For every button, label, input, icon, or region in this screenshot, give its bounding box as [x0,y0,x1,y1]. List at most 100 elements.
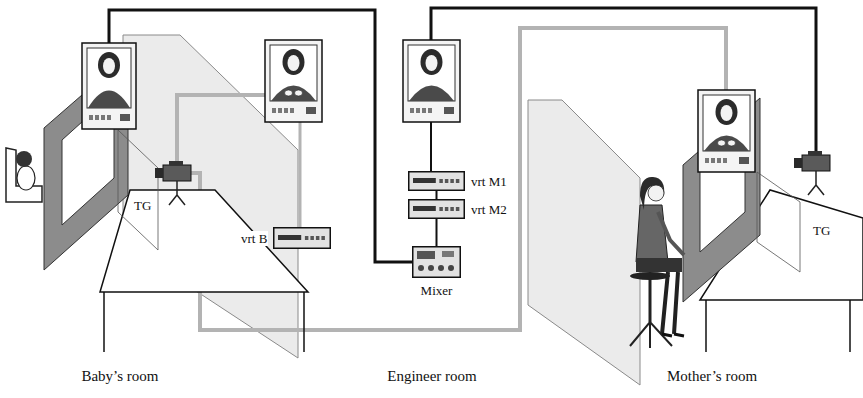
person-shoulders [271,86,316,102]
person-hair [421,49,443,75]
device-case [413,247,461,278]
stool-pole [649,276,652,322]
monitor-button [711,158,715,163]
device-label: Mixer [420,283,454,298]
device-button [445,207,449,211]
monitor-button [705,158,709,163]
mixer-knob [418,265,424,271]
person-hair [283,49,305,75]
video-monitor [265,40,322,122]
video-recorder: vrt M1 [408,171,508,191]
monitor-button [410,108,414,113]
monitor-screen [87,48,131,108]
tape-slot [278,235,301,240]
teleprompter-glass [118,130,158,250]
monitor-button [739,157,749,164]
baby-body [17,166,35,190]
monitor-case [698,90,755,172]
monitor-button [723,158,727,163]
device-label: vrt M2 [470,202,508,217]
recorder-box [273,227,331,249]
camera-lens [155,168,163,178]
monitor-button [101,115,105,120]
table-leg [303,292,305,352]
recorder-box [408,171,465,191]
video-monitor [698,90,755,172]
monitor-case [82,43,136,129]
device-case [409,172,465,191]
recorder-box [408,199,465,219]
monitor-button [120,114,130,121]
camera-handle [808,151,822,155]
video-monitor [82,43,136,129]
monitor-button [95,115,99,120]
table-leg [705,300,707,352]
mother-hair [640,177,664,210]
device-button [439,179,443,183]
monitor-button [107,115,111,120]
mother-face [648,185,664,201]
monitor-case [265,40,322,122]
mother-lap [636,258,682,272]
camera-lens [794,158,802,168]
person-face [721,105,733,121]
monitor-button [284,108,288,113]
baby-head [16,151,32,167]
device-button [450,207,454,211]
camera-handle [169,161,183,165]
monitor-button [422,108,426,113]
video-monitor [403,40,460,122]
device-drawing [408,199,465,219]
camera-body [163,165,191,181]
video-wire-black [430,122,432,171]
device-button [445,179,449,183]
video-camera [794,151,830,195]
monitor-button [416,108,420,113]
person-face [426,55,438,71]
device-drawing [412,246,461,278]
table-leg [103,292,105,352]
device-drawing [408,171,465,191]
video-wire-grey [177,95,265,165]
monitor-case [403,40,460,122]
cable-link [436,191,438,199]
device-button [322,236,326,240]
person-shoulders [704,136,749,152]
mother-shoes [662,334,684,336]
device-button [305,236,309,240]
person-face [103,58,115,74]
camera-body [802,155,830,171]
monitor-button [278,108,282,113]
room-label: Baby’s room [80,368,159,385]
device-button [450,179,454,183]
device-button [311,236,315,240]
person-face [288,55,300,71]
monitor-screen [270,45,317,101]
monitor-button [306,107,316,114]
monitor-button [717,158,721,163]
device-button [439,207,443,211]
video-recorder: vrt B [240,227,331,249]
partition-wall [528,100,640,385]
glass-label: TG [133,199,152,214]
device-label: vrt B [240,231,268,246]
person-shoulders [409,86,454,102]
teleprompter-glass [757,172,800,272]
person-shoulders [88,91,130,109]
room-label: Engineer room [386,368,478,385]
camera-tripod [169,181,185,205]
glass-label: TG [812,224,831,239]
mixer-button [442,251,454,257]
mother-legs [662,272,678,334]
video-camera [155,161,191,205]
monitor-screen [703,95,750,151]
room-label: Mother’s room [666,368,758,385]
mother-arm [658,212,684,255]
video-mixer: Mixer [412,246,461,298]
mother-torso [636,205,668,262]
person-hand [295,90,303,96]
monitor-screen [408,45,455,101]
cable-link [436,219,438,246]
monitor-button [290,108,294,113]
